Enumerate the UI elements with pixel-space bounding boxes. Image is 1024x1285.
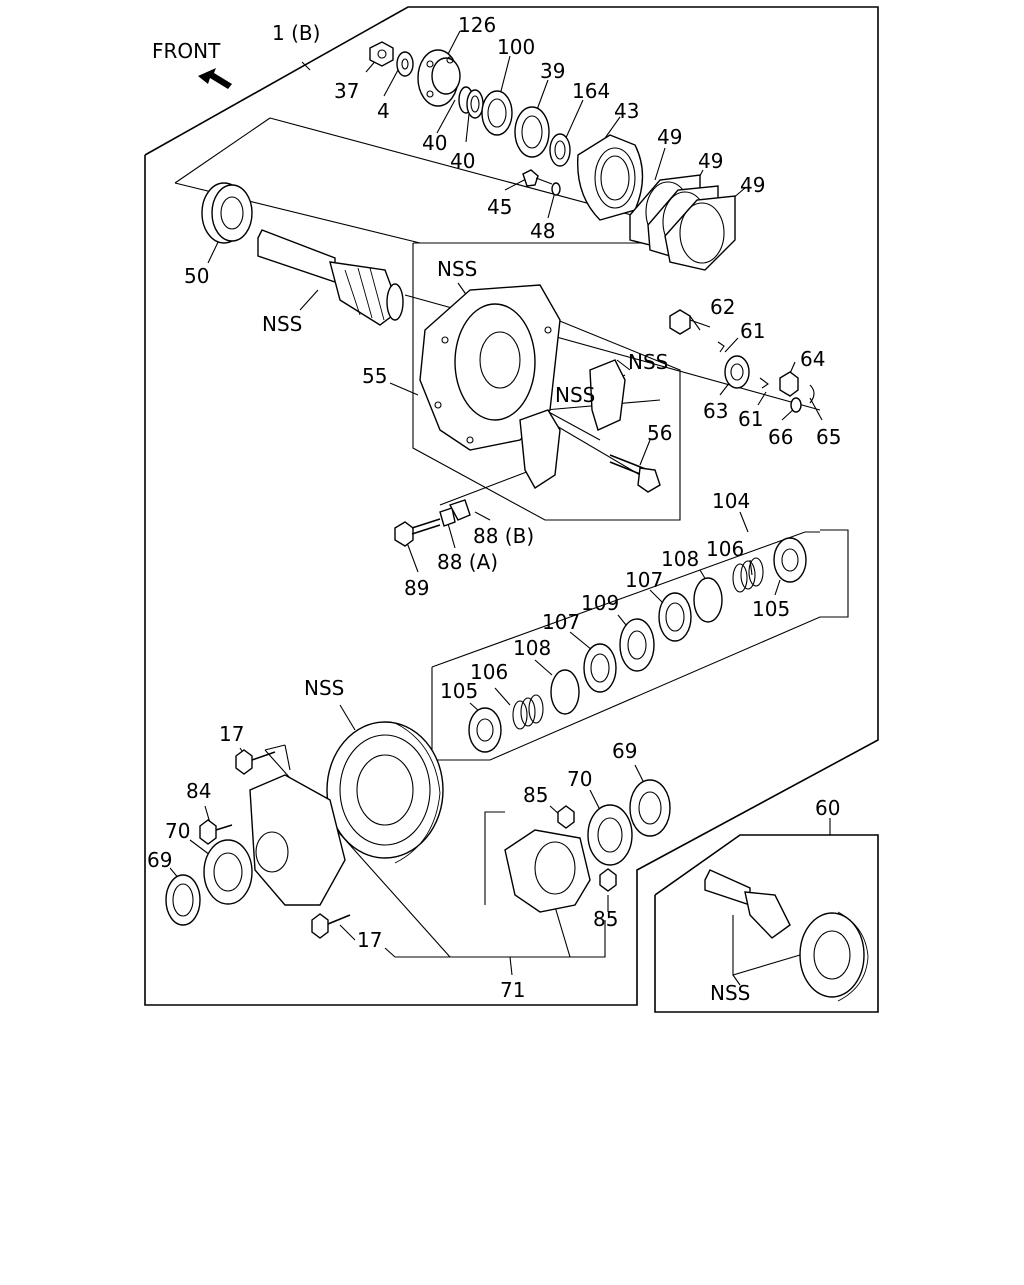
callout-17-b: 17 — [357, 928, 382, 952]
callout-89: 89 — [404, 576, 429, 600]
flange-126-part — [417, 49, 461, 107]
callout-nss-gear-set: NSS — [710, 981, 750, 1005]
callout-62: 62 — [710, 295, 735, 319]
callout-105-b: 105 — [440, 679, 478, 703]
callout-39: 39 — [540, 59, 565, 83]
callout-104: 104 — [712, 489, 750, 513]
callout-88a: 88 (A) — [437, 550, 498, 574]
bearing-50-part — [201, 182, 253, 244]
callout-85-a: 85 — [523, 783, 548, 807]
callout-69-a: 69 — [147, 848, 172, 872]
callout-70-b: 70 — [567, 767, 592, 791]
bearing-caps-part — [519, 359, 626, 489]
callout-84: 84 — [186, 779, 211, 803]
callout-nss-ring-gear: NSS — [304, 676, 344, 700]
callout-17-a: 17 — [219, 722, 244, 746]
callout-107-b: 107 — [542, 610, 580, 634]
nut-85-lower-part — [599, 868, 617, 892]
washer-4-part — [396, 51, 414, 77]
callout-55: 55 — [362, 364, 387, 388]
callout-4: 4 — [377, 99, 390, 123]
bearing-100-part — [481, 90, 513, 136]
front-arrow-icon — [198, 68, 232, 89]
callout-66: 66 — [768, 425, 793, 449]
callout-40-b: 40 — [450, 149, 475, 173]
callout-nss-cap-upper: NSS — [628, 350, 668, 374]
callout-126: 126 — [458, 13, 496, 37]
callout-45: 45 — [487, 195, 512, 219]
callout-nss-pinion: NSS — [262, 312, 302, 336]
callout-43: 43 — [614, 99, 639, 123]
callout-61-b: 61 — [738, 407, 763, 431]
callout-63: 63 — [703, 399, 728, 423]
nut-37-part — [369, 41, 394, 67]
callout-40-a: 40 — [422, 131, 447, 155]
front-label: FRONT — [152, 39, 221, 63]
callout-106-b: 106 — [470, 660, 508, 684]
adjust-nut-69-left-part — [165, 874, 201, 926]
frame-60-outline — [654, 834, 879, 1013]
housing-43-part — [576, 134, 644, 221]
callout-88b: 88 (B) — [473, 524, 534, 548]
adjuster-parts — [669, 309, 815, 413]
spacer-164-part — [549, 133, 571, 167]
drive-pinion-part — [257, 229, 404, 326]
callout-107-a: 107 — [625, 568, 663, 592]
callout-100: 100 — [497, 35, 535, 59]
callout-64: 64 — [800, 347, 825, 371]
gear-set-60-part — [704, 869, 869, 1002]
diff-case-left-part — [249, 774, 346, 906]
bearing-70-right-part — [587, 804, 633, 866]
bolt-45-part — [522, 169, 553, 187]
callout-85-b: 85 — [593, 907, 618, 931]
callout-60: 60 — [815, 796, 840, 820]
callout-49-c: 49 — [740, 173, 765, 197]
callout-49-b: 49 — [698, 149, 723, 173]
bolts-17-84-parts — [199, 749, 351, 939]
callout-56: 56 — [647, 421, 672, 445]
callout-105-a: 105 — [752, 597, 790, 621]
callout-71: 71 — [500, 978, 525, 1002]
callout-164: 164 — [572, 79, 610, 103]
callout-50: 50 — [184, 264, 209, 288]
adjust-nut-69-right-part — [629, 779, 671, 837]
callout-49-a: 49 — [657, 125, 682, 149]
callout-106-a: 106 — [706, 537, 744, 561]
callout-70-a: 70 — [165, 819, 190, 843]
callout-65: 65 — [816, 425, 841, 449]
callout-108-b: 108 — [513, 636, 551, 660]
nut-85-upper-part — [557, 805, 575, 829]
washer-48-part — [551, 182, 561, 196]
callout-109: 109 — [581, 591, 619, 615]
ring-gear-part — [326, 721, 444, 864]
differential-internals-part — [468, 537, 807, 753]
callout-1b: 1 (B) — [272, 21, 320, 45]
shims-49-parts — [629, 174, 736, 271]
bearing-70-left-part — [203, 839, 253, 905]
bolt-89-part — [394, 499, 471, 547]
diff-case-right-part — [504, 829, 591, 913]
callout-nss-cap-lower: NSS — [555, 383, 595, 407]
bolt-56-part — [609, 454, 661, 493]
callout-48: 48 — [530, 219, 555, 243]
callout-37: 37 — [334, 79, 359, 103]
callout-nss-carrier: NSS — [437, 257, 477, 281]
leader-lines — [169, 30, 849, 986]
seal-40-parts — [458, 86, 484, 119]
callout-69-b: 69 — [612, 739, 637, 763]
callout-108-a: 108 — [661, 547, 699, 571]
bearing-39-part — [514, 106, 550, 158]
callout-61-a: 61 — [740, 319, 765, 343]
main-frame-outline — [144, 6, 879, 1006]
